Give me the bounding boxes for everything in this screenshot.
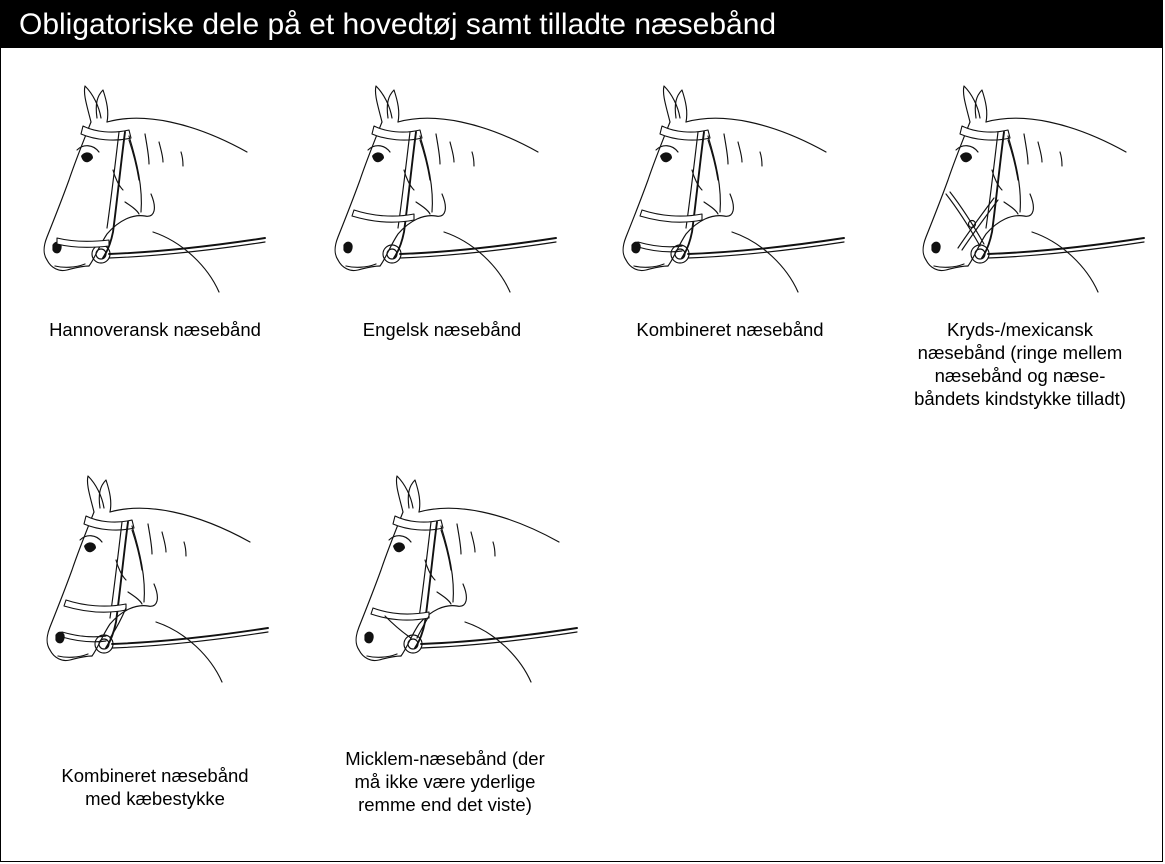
- caption-line: Micklem-næsebånd (der: [345, 748, 545, 769]
- caption-line: båndets kindstykke tilladt): [914, 388, 1126, 409]
- caption-line: næsebånd (ringe mellem: [917, 342, 1123, 363]
- figure-hannoveransk: Hannoveransk næsebånd: [25, 82, 285, 342]
- figure-kombineret: Kombineret næsebånd: [600, 82, 860, 342]
- figure-caption: Hannoveransk næsebånd: [49, 319, 261, 340]
- horse-head-kombineret-med-kaebestykke-illustration: [46, 475, 269, 683]
- figure-caption: Micklem-næsebånd (der må ikke være yderl…: [300, 747, 590, 816]
- figure-engelsk: Engelsk næsebånd: [312, 82, 572, 342]
- horse-head-engelsk-noseband-illustration: [334, 85, 557, 293]
- figure-caption: Kombineret næsebånd: [636, 319, 824, 340]
- title-bar: Obligatoriske dele på et hovedtøj samt t…: [1, 1, 1162, 48]
- horse-head-kryds-mexicansk-noseband-illustration: [922, 85, 1145, 293]
- page-title: Obligatoriske dele på et hovedtøj samt t…: [19, 8, 777, 41]
- horse-head-kombineret-noseband-illustration: [622, 85, 845, 293]
- figure-micklem: Micklem-næsebånd (der må ikke være yderl…: [300, 472, 590, 842]
- caption-line: må ikke være yderlige: [354, 771, 536, 792]
- figure-caption: Kombineret næsebånd med kæbestykke: [25, 764, 285, 810]
- caption-line: Kryds-/mexicansk: [947, 319, 1093, 340]
- caption-line: næsebånd og næse-: [934, 365, 1106, 386]
- caption-line: med kæbestykke: [85, 788, 225, 809]
- caption-line: remme end det viste): [358, 794, 532, 815]
- horse-head-micklem-noseband-illustration: [355, 475, 578, 683]
- figure-kombineret-med-kaebestykke: Kombineret næsebånd med kæbestykke: [25, 472, 285, 832]
- figure-caption: Kryds-/mexicansk næsebånd (ringe mellem …: [880, 318, 1160, 410]
- figure-caption: Engelsk næsebånd: [362, 319, 522, 340]
- figure-kryds-mexicansk: Kryds-/mexicansk næsebånd (ringe mellem …: [880, 82, 1160, 472]
- caption-line: Kombineret næsebånd: [61, 765, 249, 786]
- horse-head-hannoveransk-noseband-illustration: [43, 85, 266, 293]
